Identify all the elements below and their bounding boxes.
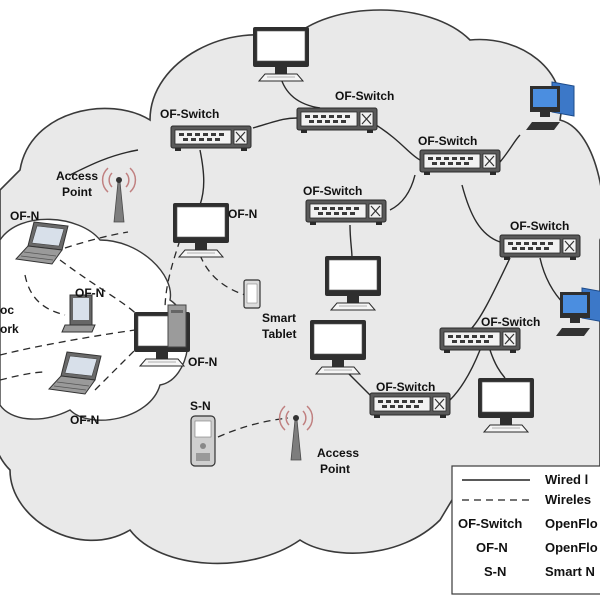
of-n-label: OF-N bbox=[70, 413, 99, 427]
of-n-label: OF-N bbox=[228, 207, 257, 221]
of-switch-node bbox=[439, 327, 521, 354]
wireless-link bbox=[0, 371, 46, 381]
wired-link bbox=[69, 149, 139, 176]
smart-tablet-label: Tablet bbox=[262, 327, 296, 341]
wired-link bbox=[252, 117, 298, 129]
wireless-links bbox=[0, 231, 289, 438]
wired-links bbox=[69, 74, 566, 401]
wireless-link bbox=[164, 239, 181, 311]
wireless-link bbox=[0, 329, 136, 356]
legend-value-of-n: OpenFlo bbox=[545, 540, 598, 555]
legend-box bbox=[451, 465, 600, 595]
wired-link bbox=[199, 149, 205, 206]
of-switch-node bbox=[296, 107, 378, 134]
legend-value-of-switch: OpenFlo bbox=[545, 516, 598, 531]
of-n-label: OF-N bbox=[75, 286, 104, 300]
of-switch-node bbox=[305, 199, 387, 226]
of-switch-node bbox=[419, 149, 501, 176]
legend-wired-text: Wired l bbox=[545, 472, 588, 487]
of-switch-label: OF-Switch bbox=[376, 380, 435, 394]
access-point-label: Point bbox=[62, 185, 92, 199]
wired-link bbox=[469, 257, 511, 331]
openflow-node-pc-icon bbox=[133, 304, 191, 367]
access-point-label: Access bbox=[317, 446, 359, 460]
legend-wireless-text: Wireles bbox=[545, 492, 591, 507]
of-switch-node bbox=[369, 392, 451, 419]
of-switch-label: OF-Switch bbox=[418, 134, 477, 148]
of-n-label: OF-N bbox=[10, 209, 39, 223]
wired-link bbox=[375, 124, 421, 161]
of-switch-label: OF-Switch bbox=[510, 219, 569, 233]
wired-link bbox=[389, 174, 416, 211]
adhoc-network-label: oc bbox=[0, 303, 14, 317]
wired-link bbox=[499, 134, 521, 163]
smart-tablet-label: Smart bbox=[262, 311, 296, 325]
smart-node-label: S-N bbox=[190, 399, 211, 413]
openflow-network-cloud bbox=[0, 9, 600, 565]
wireless-link bbox=[59, 259, 141, 319]
of-switch-node bbox=[499, 234, 581, 261]
wireless-link bbox=[24, 274, 66, 316]
wired-link bbox=[461, 184, 501, 243]
of-switch-label: OF-Switch bbox=[160, 107, 219, 121]
access-point-label: Access bbox=[56, 169, 98, 183]
smart-node-phone-icon bbox=[190, 415, 216, 467]
legend-key-s-n: S-N bbox=[484, 564, 506, 579]
of-n-label: OF-N bbox=[188, 355, 217, 369]
adhoc-network-label: ork bbox=[0, 322, 19, 336]
smart-tablet-icon bbox=[243, 279, 261, 309]
wired-link bbox=[449, 349, 481, 401]
legend-key-of-n: OF-N bbox=[476, 540, 508, 555]
of-switch-node bbox=[170, 125, 252, 152]
wireless-link bbox=[217, 417, 289, 438]
of-switch-label: OF-Switch bbox=[303, 184, 362, 198]
of-switch-label: OF-Switch bbox=[335, 89, 394, 103]
access-point-label: Point bbox=[320, 462, 350, 476]
legend-key-of-switch: OF-Switch bbox=[458, 516, 522, 531]
wired-link bbox=[489, 349, 506, 379]
wireless-link bbox=[94, 344, 141, 391]
legend-value-s-n: Smart N bbox=[545, 564, 595, 579]
laptop-icon bbox=[61, 294, 96, 333]
legend: Wired l Wireles OF-Switch OpenFlo OF-N O… bbox=[451, 465, 600, 595]
wireless-link bbox=[64, 231, 129, 249]
of-switch-label: OF-Switch bbox=[481, 315, 540, 329]
wired-link bbox=[349, 224, 353, 259]
